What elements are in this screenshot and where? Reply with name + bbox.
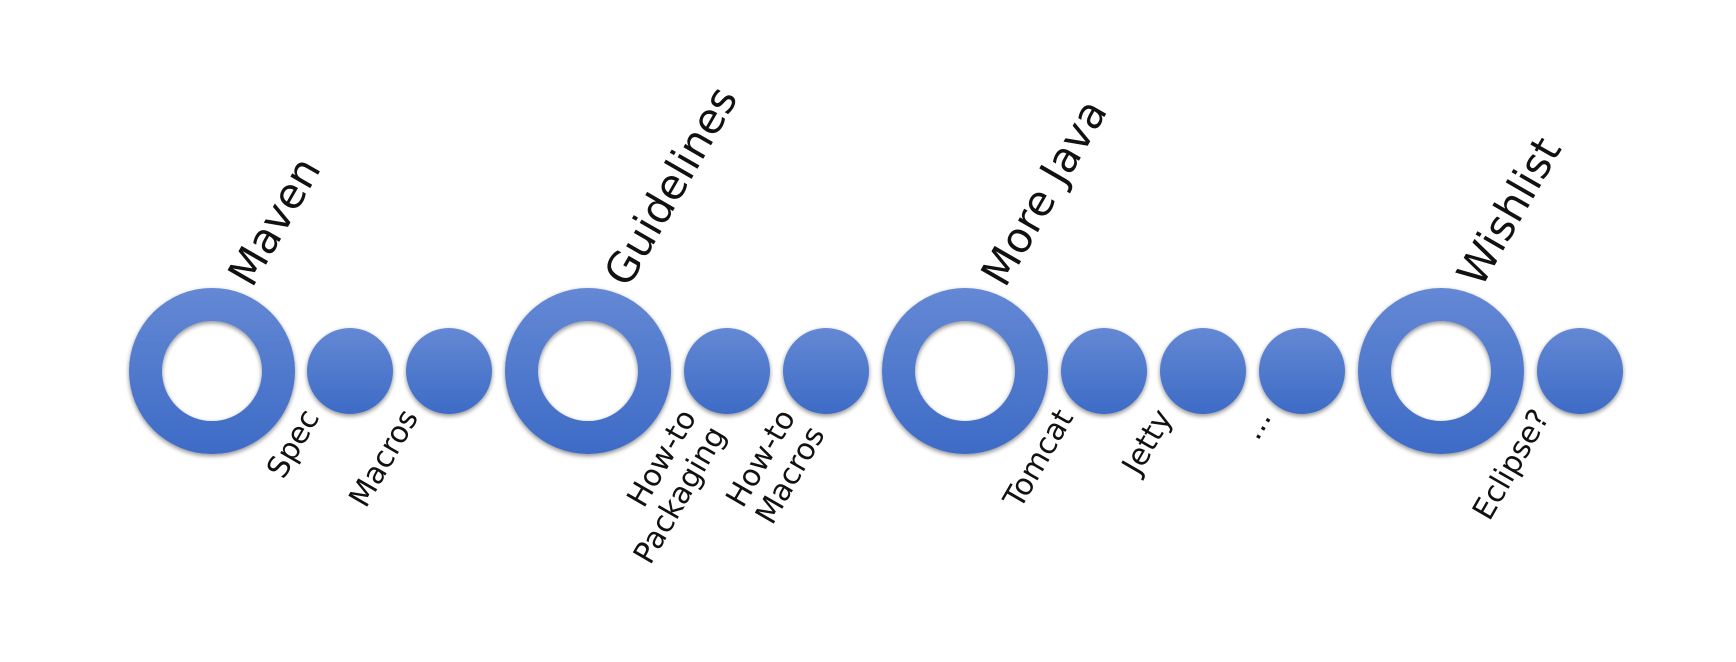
milestone-ring-guidelines (505, 288, 671, 454)
step-dot-ellipsis (1259, 328, 1345, 414)
step-label-jetty: Jetty (1114, 404, 1180, 483)
milestone-ring-wishlist (1358, 288, 1524, 454)
milestone-ring-more-java (882, 288, 1048, 454)
step-dot-eclipse (1537, 328, 1623, 414)
step-dot-macros (406, 328, 492, 414)
step-dot-how-to-macros (783, 328, 869, 414)
milestone-label-more-java: More Java (971, 91, 1117, 294)
milestone-label-wishlist: Wishlist (1447, 129, 1571, 294)
step-dot-spec (307, 328, 393, 414)
step-dot-how-to-packaging (684, 328, 770, 414)
milestone-label-guidelines: Guidelines (594, 78, 747, 294)
step-dot-jetty (1160, 328, 1246, 414)
milestone-label-maven: Maven (218, 149, 330, 294)
step-label-how-to-macros: How-toMacros (719, 404, 832, 531)
nodes-layer (128, 287, 1623, 455)
step-label-macros: Macros (342, 404, 426, 514)
step-label-ellipsis: ... (1234, 404, 1279, 446)
step-dot-tomcat (1061, 328, 1147, 414)
milestone-ring-maven (128, 287, 296, 455)
